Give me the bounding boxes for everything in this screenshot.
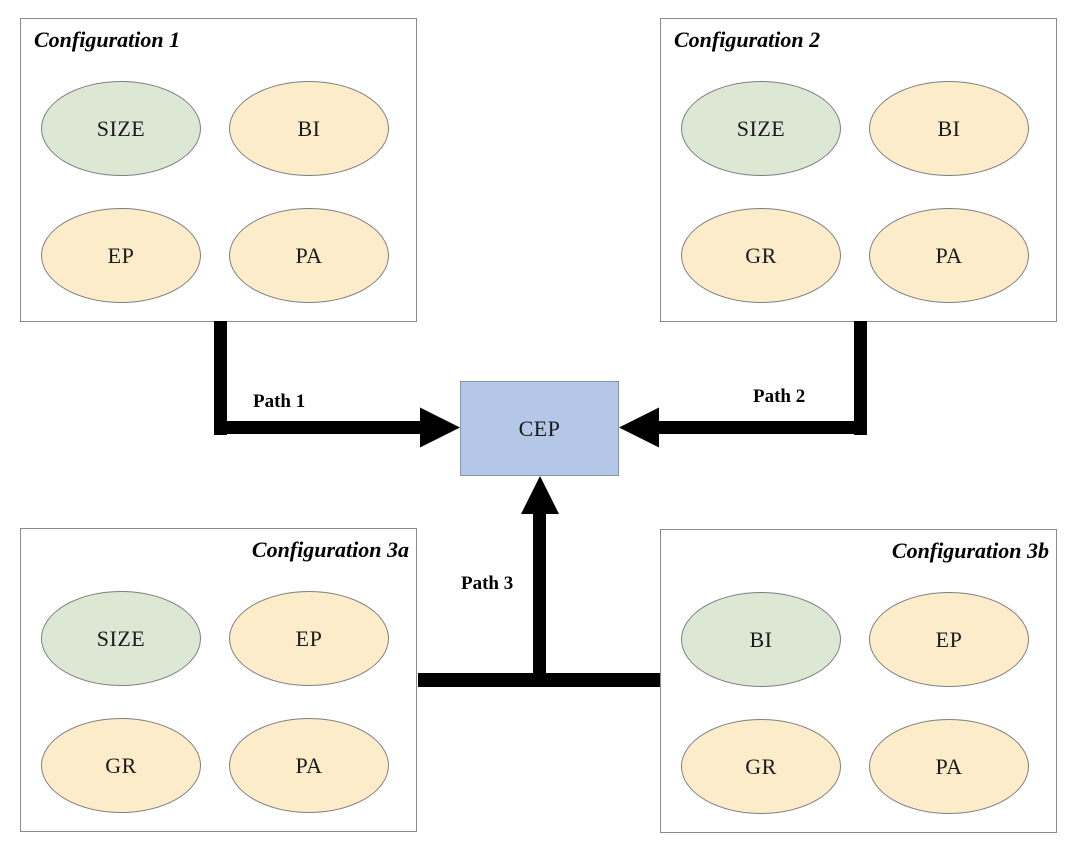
node-label: EP xyxy=(107,242,135,268)
config3b-node-pa: PA xyxy=(869,719,1029,814)
config3b-node-bi: BI xyxy=(681,592,841,687)
config1-node-size: SIZE xyxy=(41,81,201,176)
node-label: BI xyxy=(937,115,961,141)
config1-node-ep: EP xyxy=(41,208,201,303)
path-1-arrow xyxy=(214,321,460,448)
config3a-node-gr: GR xyxy=(41,718,201,813)
node-label: PA xyxy=(295,752,323,778)
config2-node-bi: BI xyxy=(869,81,1029,176)
configuration-3b-panel: Configuration 3b BI EP GR PA xyxy=(660,529,1057,833)
configuration-1-panel: Configuration 1 SIZE BI EP PA xyxy=(20,18,417,322)
configuration-2-title: Configuration 2 xyxy=(674,27,821,52)
node-label: GR xyxy=(105,752,137,778)
node-label: SIZE xyxy=(96,115,146,141)
config2-node-pa: PA xyxy=(869,208,1029,303)
node-label: BI xyxy=(297,115,321,141)
node-label: GR xyxy=(745,753,777,779)
node-label: GR xyxy=(745,242,777,268)
node-label: PA xyxy=(935,242,963,268)
config3b-node-gr: GR xyxy=(681,719,841,814)
configuration-3b-title: Configuration 3b xyxy=(891,538,1049,563)
node-label: PA xyxy=(295,242,323,268)
node-label: BI xyxy=(749,626,773,652)
path-3-arrow xyxy=(418,476,660,687)
configuration-3a-title: Configuration 3a xyxy=(251,537,409,562)
config2-node-gr: GR xyxy=(681,208,841,303)
config3a-node-pa: PA xyxy=(229,718,389,813)
config1-node-pa: PA xyxy=(229,208,389,303)
configuration-2-panel: Configuration 2 SIZE BI GR PA xyxy=(660,18,1057,322)
path-3-label: Path 3 xyxy=(461,573,514,594)
configuration-3a-panel: Configuration 3a SIZE EP GR PA xyxy=(20,528,417,832)
config3a-node-size: SIZE xyxy=(41,591,201,686)
config3a-node-ep: EP xyxy=(229,591,389,686)
config2-node-size: SIZE xyxy=(681,81,841,176)
node-label: PA xyxy=(935,753,963,779)
path-1-label: Path 1 xyxy=(253,391,306,412)
config3b-node-ep: EP xyxy=(869,592,1029,687)
cep-node: CEP xyxy=(460,381,619,476)
configuration-1-title: Configuration 1 xyxy=(34,27,181,52)
path-2-arrow xyxy=(619,321,867,448)
node-label: EP xyxy=(935,626,963,652)
config1-node-bi: BI xyxy=(229,81,389,176)
node-label: EP xyxy=(295,625,323,651)
cep-label: CEP xyxy=(518,415,561,441)
path-2-label: Path 2 xyxy=(753,386,806,407)
node-label: SIZE xyxy=(736,115,786,141)
node-label: SIZE xyxy=(96,625,146,651)
